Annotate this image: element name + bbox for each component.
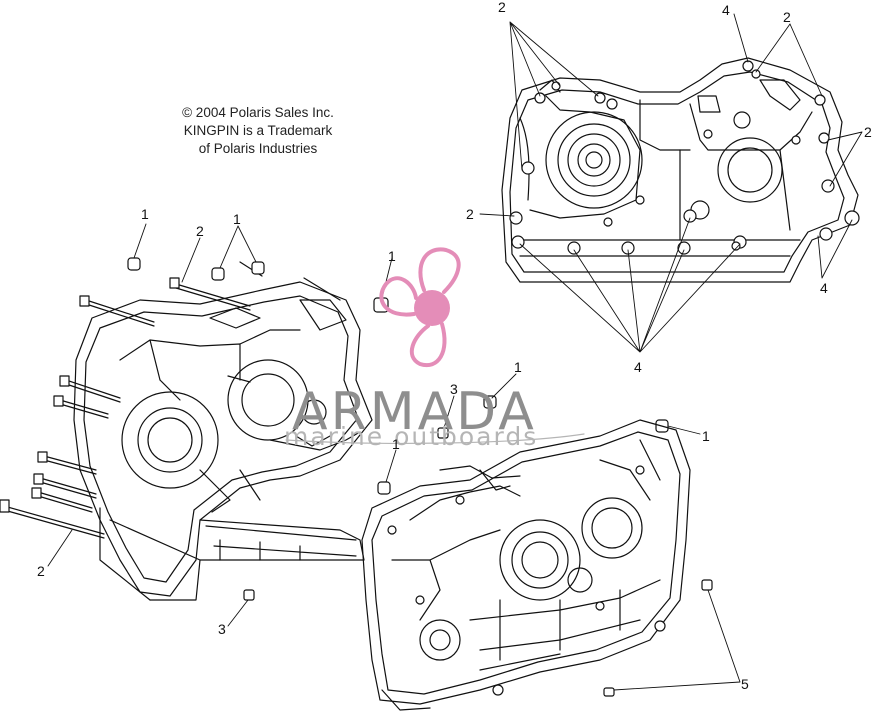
callout-label: 2 [196,223,204,239]
callout-label: 3 [450,381,458,397]
callout-label: 4 [722,2,730,18]
crankcase-bolts-left [0,261,341,539]
right-crankcase-half [361,419,691,711]
callout-label: 1 [392,436,400,452]
copyright-line-3: of Polaris Industries [198,141,318,156]
callout-label: 5 [741,676,749,692]
callout-label: 2 [864,124,872,140]
callout-label: 3 [218,621,226,637]
watermark-subtitle: marine outboards [284,422,539,451]
dowel-pins [127,257,713,697]
copyright-notice: © 2004 Polaris Sales Inc. KINGPIN is a T… [158,104,358,158]
watermark-word: ARMADA [292,382,537,442]
copyright-line-2: KINGPIN is a Trademark [183,123,333,138]
crankcase-cover-view [479,13,863,353]
callout-label: 1 [514,359,522,375]
watermark-propeller [379,247,461,368]
callout-label: 2 [466,206,474,222]
callout-label: 1 [702,428,710,444]
callout-label: 4 [634,359,642,375]
copyright-line-1: © 2004 Polaris Sales Inc. [182,105,334,120]
callout-leaders [47,223,741,691]
callout-label: 2 [783,9,791,25]
callout-label: 1 [388,248,396,264]
left-crankcase-half [73,281,373,601]
callout-label: 4 [820,280,828,296]
callout-label: 2 [37,563,45,579]
callout-label: 1 [233,211,241,227]
watermark-underline [285,433,585,444]
callout-label: 1 [141,206,149,222]
callout-label: 2 [498,0,506,15]
